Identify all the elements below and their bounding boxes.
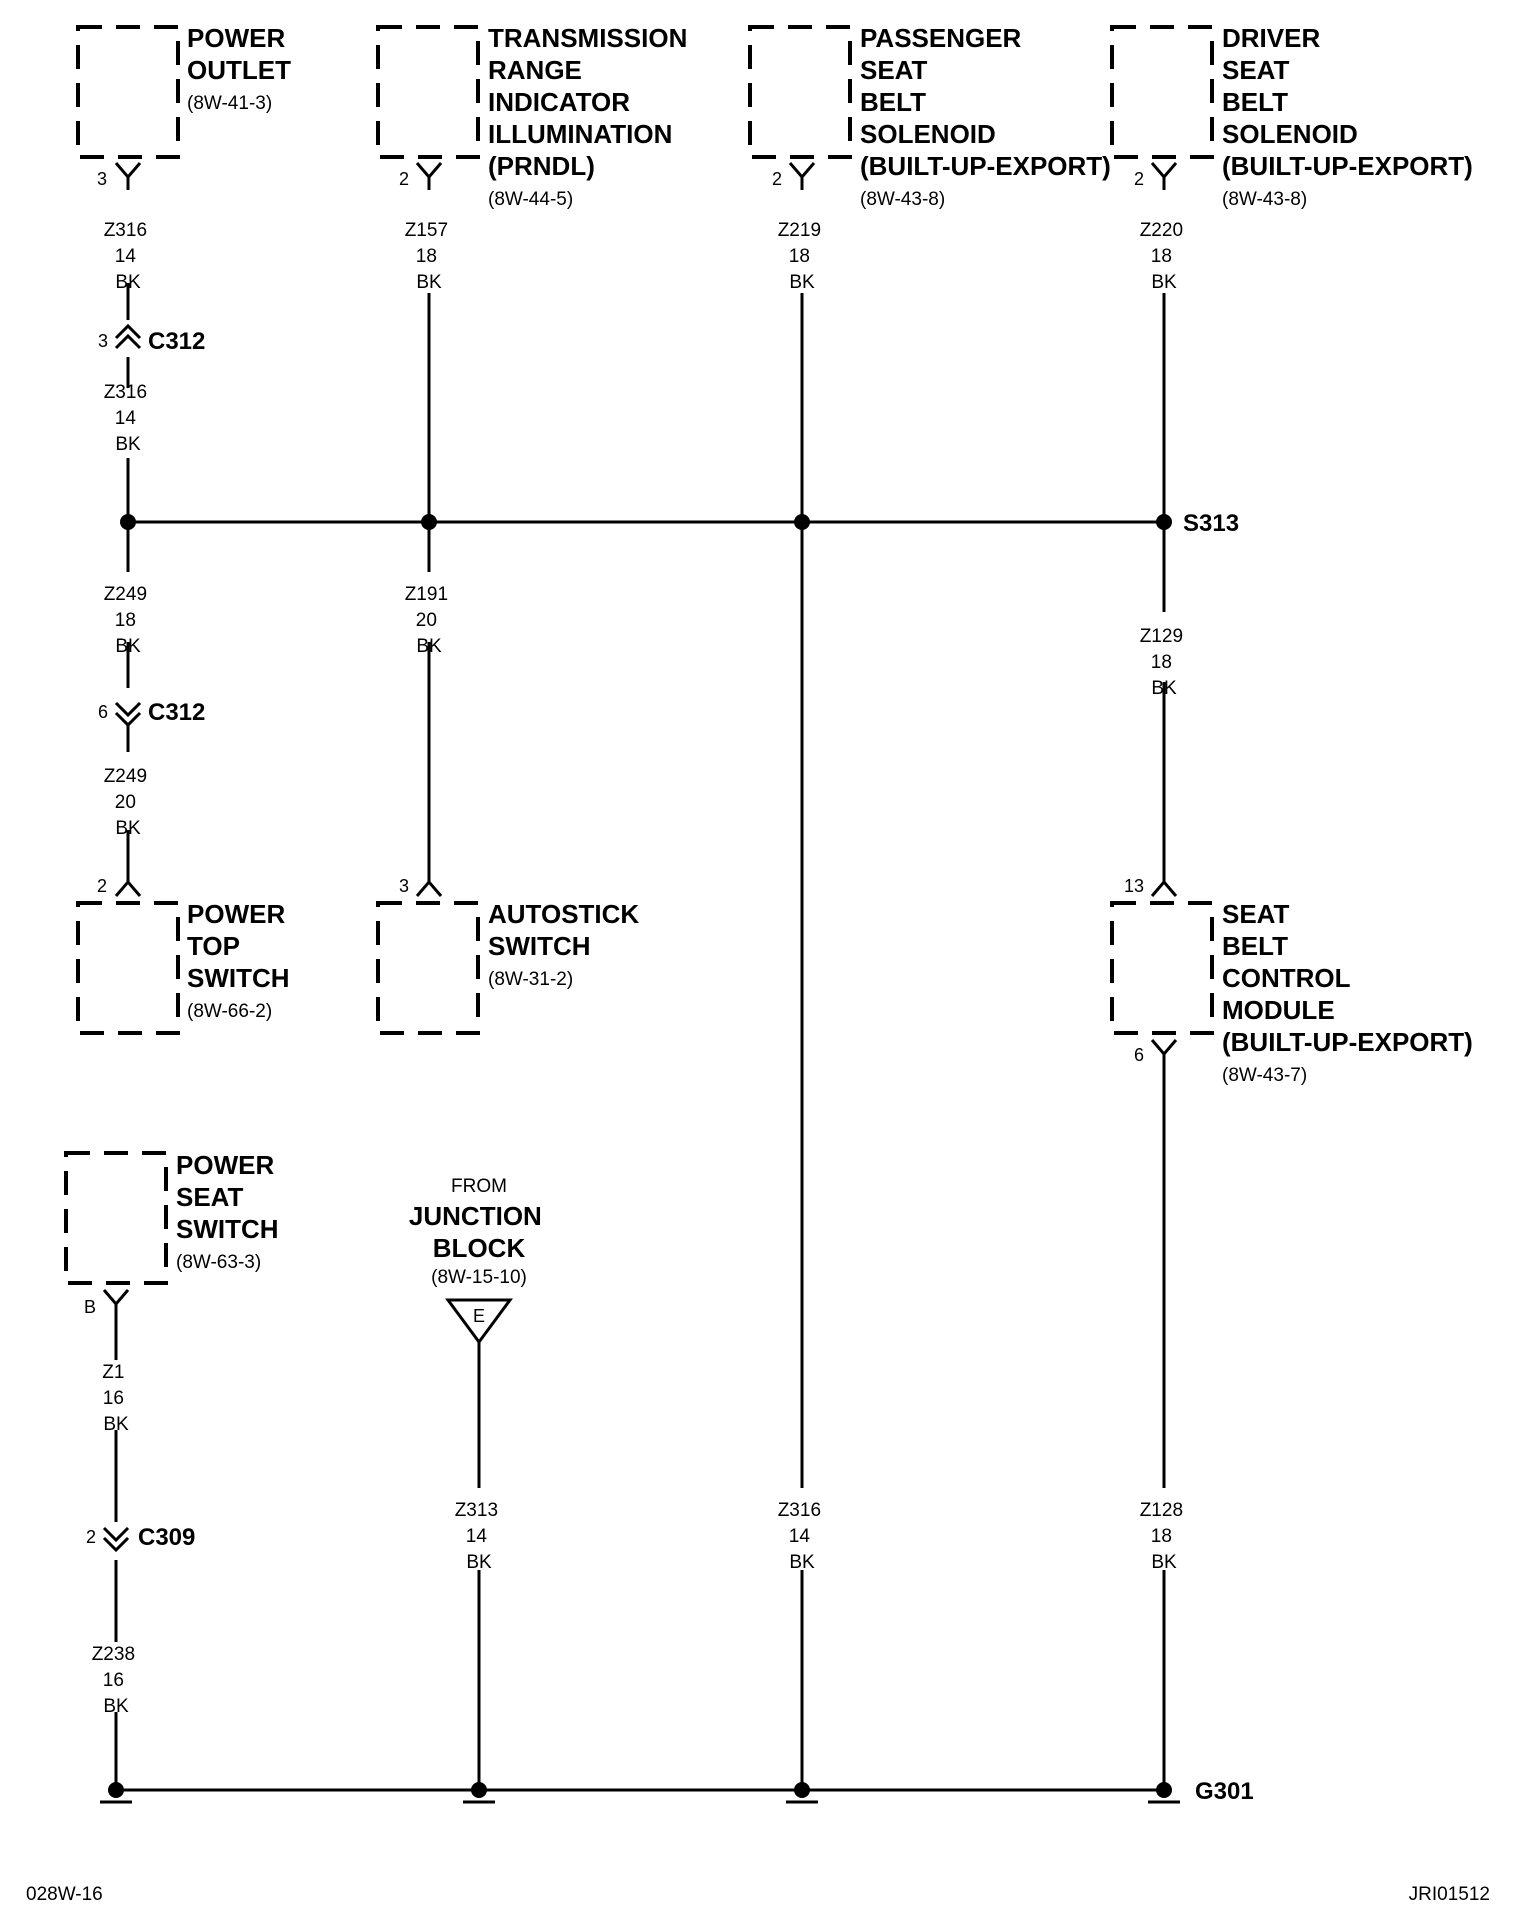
splice-dot [120, 514, 136, 530]
wire-label-z316-b: Z316 14 BK [104, 382, 153, 455]
driver-solenoid-ref: (8W-43-8) [1222, 189, 1307, 210]
autostick-pin: 3 [399, 876, 409, 896]
c312-top-pin: 3 [98, 331, 108, 351]
splice-dot [1156, 514, 1172, 530]
driver-solenoid-box [1110, 25, 1214, 159]
passenger-solenoid-pin-symbol [788, 162, 816, 190]
wire-label-z219: Z219 18 BK [778, 220, 827, 293]
power-seat-pin-symbol [102, 1289, 130, 1316]
autostick-switch-label: AUTOSTICK SWITCH [488, 899, 646, 961]
wire-label-z191: Z191 20 BK [405, 584, 454, 657]
power-outlet-pin: 3 [97, 169, 107, 189]
power-top-switch-box [76, 901, 180, 1035]
junction-block-ref: (8W-15-10) [431, 1267, 527, 1288]
power-outlet-label: POWER OUTLET [187, 23, 292, 85]
wire-label-z157: Z157 18 BK [405, 220, 454, 293]
seat-belt-module-box [1110, 901, 1214, 1035]
driver-solenoid-label: DRIVER SEAT BELT SOLENOID (BUILT-UP-EXPO… [1222, 23, 1473, 181]
c312-bottom-label: C312 [148, 699, 205, 726]
power-seat-switch-label: POWER SEAT SWITCH [176, 1150, 281, 1244]
splice-dot [421, 514, 437, 530]
junction-block-label: JUNCTION BLOCK [409, 1201, 549, 1263]
trs-illumination-ref: (8W-44-5) [488, 189, 573, 210]
wire-label-z313: Z313 14 BK [455, 1500, 504, 1573]
ground-symbol [463, 1782, 495, 1804]
seat-belt-module-bottom-pin: 6 [1134, 1045, 1144, 1065]
power-seat-pin: B [84, 1297, 96, 1317]
seat-belt-module-top-pin-symbol [1150, 879, 1178, 897]
seat-belt-module-bottom-pin-symbol [1150, 1039, 1178, 1066]
seat-belt-module-top-pin: 13 [1124, 876, 1144, 896]
c312-bottom-connector-symbol [114, 701, 142, 728]
trs-illumination-box [376, 25, 480, 159]
ground-symbol [786, 1782, 818, 1804]
footer-right-code: JRI01512 [1409, 1884, 1490, 1905]
junction-triangle-icon [445, 1298, 513, 1345]
autostick-pin-symbol [415, 879, 443, 897]
power-seat-switch-ref: (8W-63-3) [176, 1252, 261, 1273]
seat-belt-module-ref: (8W-43-7) [1222, 1065, 1307, 1086]
wire-label-z316-a: Z316 14 BK [104, 220, 153, 293]
passenger-solenoid-label: PASSENGER SEAT BELT SOLENOID (BUILT-UP-E… [860, 23, 1111, 181]
wire-label-z238: Z238 16 BK [92, 1644, 141, 1717]
power-outlet-ref: (8W-41-3) [187, 93, 272, 114]
power-top-switch-ref: (8W-66-2) [187, 1001, 272, 1022]
passenger-solenoid-box [748, 25, 852, 159]
autostick-switch-box [376, 901, 480, 1035]
c312-bottom-pin: 6 [98, 702, 108, 722]
junction-letter: E [473, 1306, 485, 1326]
power-top-pin-symbol [114, 879, 142, 897]
autostick-switch-ref: (8W-31-2) [488, 969, 573, 990]
c309-label: C309 [138, 1524, 195, 1551]
wire-label-z128: Z128 18 BK [1140, 1500, 1189, 1573]
wire-label-z316-c: Z316 14 BK [778, 1500, 827, 1573]
trs-illumination-pin: 2 [399, 169, 409, 189]
ground-label: G301 [1195, 1778, 1254, 1805]
splice-dot [794, 514, 810, 530]
ground-symbol [1148, 1782, 1180, 1804]
wire-label-z129: Z129 18 BK [1140, 626, 1189, 699]
passenger-solenoid-ref: (8W-43-8) [860, 189, 945, 210]
splice-label: S313 [1183, 510, 1239, 537]
power-top-switch-label: POWER TOP SWITCH [187, 899, 292, 993]
ground-symbol [100, 1782, 132, 1804]
passenger-solenoid-pin: 2 [772, 169, 782, 189]
junction-from-label: FROM [451, 1176, 507, 1197]
power-outlet-pin-symbol [114, 162, 142, 190]
power-seat-switch-box [64, 1151, 168, 1285]
c312-top-label: C312 [148, 328, 205, 355]
trs-illumination-label: TRANSMISSION RANGE INDICATOR ILLUMINATIO… [488, 23, 695, 181]
wire-label-z249-a: Z249 18 BK [104, 584, 153, 657]
footer-left-code: 028W-16 [26, 1884, 103, 1905]
wire-label-z1: Z1 16 BK [102, 1362, 129, 1435]
driver-solenoid-pin: 2 [1134, 169, 1144, 189]
c309-pin: 2 [86, 1527, 96, 1547]
seat-belt-module-label: SEAT BELT CONTROL MODULE (BUILT-UP-EXPOR… [1222, 899, 1473, 1057]
power-outlet-box [76, 25, 180, 159]
trs-illumination-pin-symbol [415, 162, 443, 190]
power-top-pin: 2 [97, 876, 107, 896]
c312-top-connector-symbol [114, 323, 142, 350]
wire-label-z220: Z220 18 BK [1140, 220, 1189, 293]
wire-label-z249-b: Z249 20 BK [104, 766, 153, 839]
c309-connector-symbol [102, 1526, 130, 1553]
driver-solenoid-pin-symbol [1150, 162, 1178, 190]
